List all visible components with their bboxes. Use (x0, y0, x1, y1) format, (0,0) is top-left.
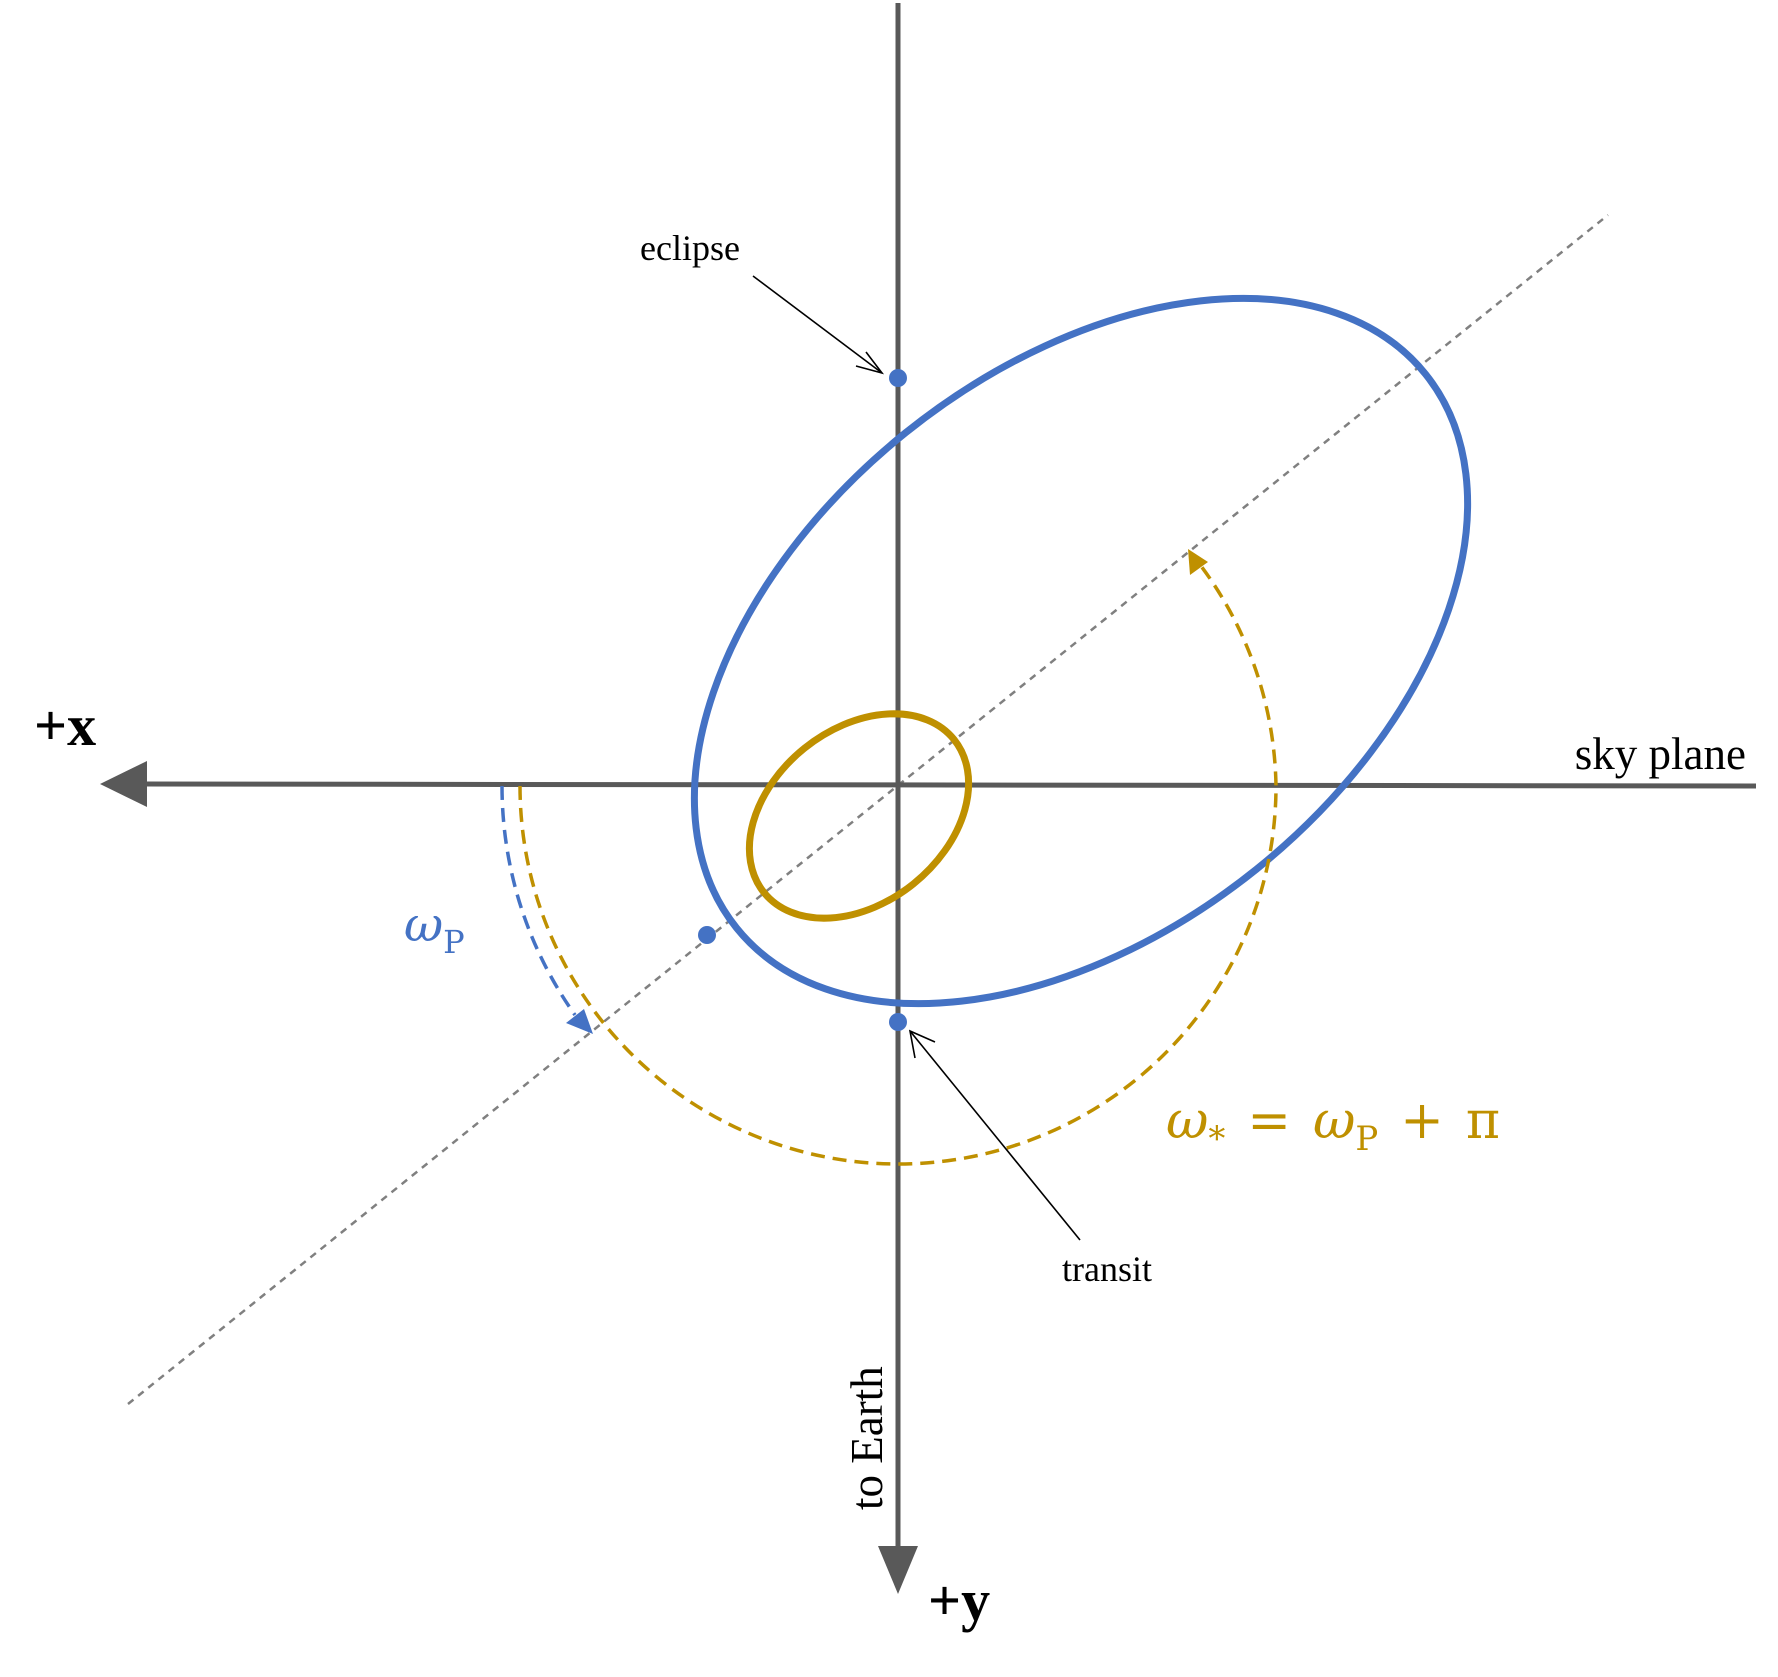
omega-planet-subscript: P (443, 923, 465, 961)
omega-planet-arrowhead (566, 1009, 593, 1034)
omega-star-arc (518, 564, 1278, 1166)
x-axis-var: x (67, 693, 96, 758)
omega-star-arrowhead (1188, 549, 1208, 575)
sky-plane-axis (139, 781, 1757, 789)
omega-planet-label: ωP (404, 897, 465, 961)
periapsis-point (698, 926, 716, 944)
omega-star-pi: π (1466, 1091, 1500, 1151)
x-axis-label: +x (34, 693, 96, 758)
y-axis-sign: + (928, 1568, 961, 1633)
transit-point (889, 1013, 907, 1031)
star-orbit (745, 710, 973, 922)
eclipse-leader (752, 275, 883, 374)
sky-plane-label: sky plane (1575, 729, 1746, 779)
omega-star-symbol: ω (1166, 1091, 1208, 1151)
planet-orbit (690, 294, 1472, 1008)
omega-star-rhs-subscript: P (1355, 1119, 1378, 1159)
y-axis-var: y (961, 1568, 990, 1633)
omega-star-equals: = (1247, 1091, 1291, 1151)
eclipse-label: eclipse (640, 228, 740, 268)
to-earth-label: to Earth (842, 1366, 892, 1510)
omega-star-rhs-symbol: ω (1313, 1091, 1355, 1151)
y-axis-label: +y (928, 1568, 990, 1633)
omega-star-plus: + (1400, 1091, 1444, 1151)
transit-label: transit (1062, 1249, 1152, 1289)
x-axis-sign: + (34, 693, 67, 758)
eclipse-point (889, 369, 907, 387)
x-axis-arrowhead (100, 761, 147, 807)
omega-planet-arc (500, 785, 577, 1017)
y-axis-arrowhead (878, 1546, 918, 1594)
omega-star-subscript: * (1208, 1119, 1225, 1159)
omega-star-label: ω*=ωP+π (1166, 1091, 1500, 1159)
eclipse-leader-arrowhead (855, 351, 885, 375)
transit-leader (909, 1030, 1081, 1241)
omega-planet-symbol: ω (404, 897, 443, 953)
transit-leader-arrowhead (908, 1029, 936, 1059)
line-of-apsides (127, 214, 1609, 1405)
